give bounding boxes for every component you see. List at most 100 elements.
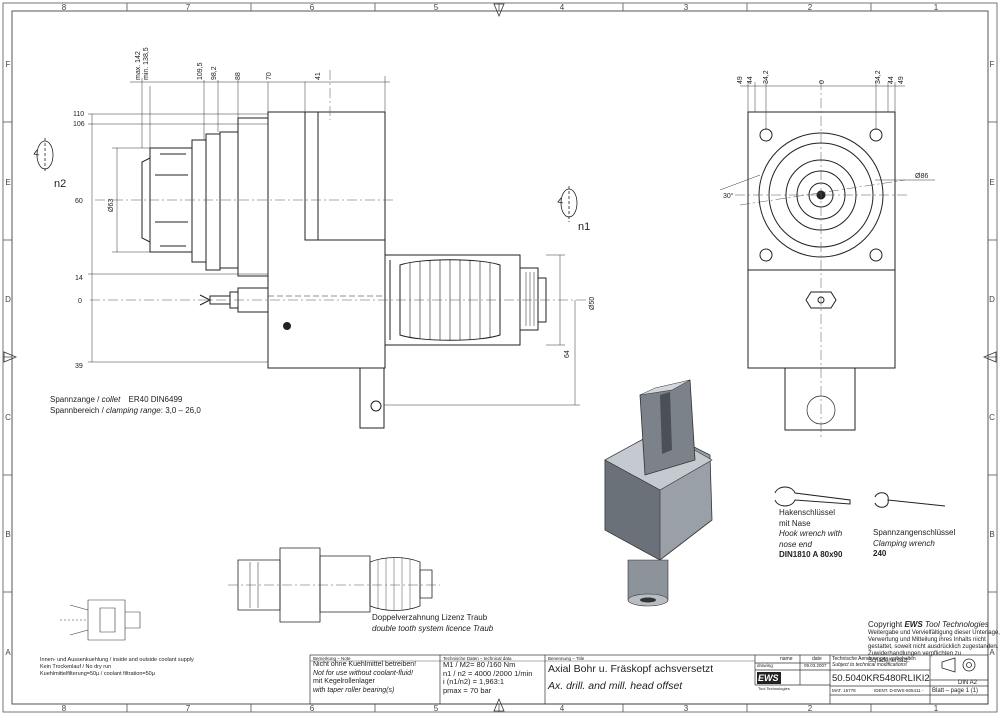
grid-row-e-right: E <box>989 178 994 187</box>
clamping-range-label: Spannbereich / <box>50 406 107 415</box>
rotation-n1-label: n1 <box>578 221 590 233</box>
tech-header: Technische Daten – technical data <box>443 656 512 661</box>
remark-l1: Nicht ohne Kuehlmittel betreiben! <box>313 661 417 668</box>
tech-pressure: pmax = 70 bar <box>443 685 492 695</box>
drawing-label: drawing <box>757 663 773 668</box>
coolant-l3: Kuehlmittelfilterung=50µ / coolant filtr… <box>40 671 155 677</box>
clamping-wrench-l2: Clamping wrench <box>873 538 935 548</box>
grid-row-f-right: F <box>990 60 995 69</box>
grid-col-6-bottom: 6 <box>310 704 315 713</box>
grid-col-2-top: 2 <box>808 3 813 12</box>
remark-l4: with taper roller bearing(s) <box>313 686 395 694</box>
dim-14: 14 <box>75 275 83 282</box>
dim-44-left: 44 <box>747 76 754 84</box>
grid-row-e-left: E <box>5 178 10 187</box>
front-view-dimensions <box>719 82 935 191</box>
change-note-de: Technische Aenderungen vorbehalten <box>832 656 916 662</box>
clamping-range-value: : 3,0 – 26,0 <box>160 406 201 415</box>
grid-col-7-top: 7 <box>186 3 191 12</box>
remark-l3: mit Kegelrollenlager <box>313 678 375 685</box>
clamping-wrench-l3: 240 <box>873 549 887 558</box>
dim-106: 106 <box>73 121 85 128</box>
hook-wrench-l4: nose end <box>779 539 812 549</box>
dim-88: 88 <box>235 72 242 80</box>
side-view-dimensions <box>88 76 580 406</box>
tech-block: M1 / M2= 80 /160 Nm n1 / n2 = 4000 /2000… <box>443 660 532 695</box>
dim-0: 0 <box>78 298 82 305</box>
hook-wrench-l5: DIN1810 A 80x90 <box>779 550 843 559</box>
sheet-number: Blatt – page 1 (1) <box>932 688 979 694</box>
grid-col-6-top: 6 <box>310 3 315 12</box>
dim-34-right: 34,2 <box>875 70 882 84</box>
front-view <box>747 111 896 431</box>
grid-col-1-bottom: 1 <box>934 704 939 713</box>
grid-row-b-right: B <box>989 530 994 539</box>
grid-row-a-right: A <box>989 648 995 657</box>
dim-60: 60 <box>75 198 83 205</box>
dim-70: 70 <box>266 72 273 80</box>
collet-label: Spannzange / <box>50 395 102 404</box>
side-view-dim-labels: max. 142 min. 138,5 109,5 98,2 88 70 41 … <box>73 47 596 370</box>
front-view-dim-labels: 49 44 34,2 0 34,2 44 49 Ø86 30° <box>723 70 928 200</box>
dim-min-138: min. 138,5 <box>143 47 150 80</box>
tech-ratio: i (n1/n2) = 1,963:1 <box>443 677 505 686</box>
collet-value: ER40 DIN6499 <box>128 395 183 404</box>
dim-110: 110 <box>73 111 84 118</box>
grid-col-3-top: 3 <box>684 3 689 12</box>
grid-row-d-right: D <box>989 295 995 304</box>
collet-line-2: Spannbereich / clamping range: 3,0 – 26,… <box>50 406 201 415</box>
side-view <box>141 111 547 429</box>
front-view-centerlines <box>735 80 910 440</box>
dim-39: 39 <box>75 363 83 370</box>
coolant-l1: Innen- und Aussenkuehlung / inside and o… <box>40 657 194 663</box>
copyright-l2: Verwertung und Mitteilung ihres Inhalts … <box>868 637 986 643</box>
dim-dia-86: Ø86 <box>915 173 928 180</box>
collet-label-en: collet <box>101 395 121 404</box>
coolant-notes: Innen- und Aussenkuehlung / inside and o… <box>40 657 194 678</box>
grid-col-8-top: 8 <box>62 3 67 12</box>
hook-wrench-icon <box>774 486 851 507</box>
grid-col-7-bottom: 7 <box>186 704 191 713</box>
side-view-centerlines <box>90 70 590 301</box>
date-header: date <box>812 656 822 662</box>
coolant-l2: Kein Trockenlauf / No dry run <box>40 664 112 670</box>
grid-col-5-bottom: 5 <box>434 704 439 713</box>
hook-wrench-l3: Hook wrench with <box>779 529 843 538</box>
copyright-l4: Zuwiderhandlungen verpflichten zu Schade… <box>868 651 962 664</box>
grid-col-4-top: 4 <box>560 3 565 12</box>
copyright-prefix: Copyright <box>868 620 905 629</box>
projection-symbol-icon <box>941 657 976 673</box>
dim-109: 109,5 <box>197 62 204 80</box>
clamping-wrench-text: Spannzangenschlüssel Clamping wrench 240 <box>873 528 955 560</box>
grid-col-8-bottom: 8 <box>62 704 67 713</box>
drawing-number: 50.5040KR5480RLIKI2 <box>832 673 930 684</box>
grid-col-4-bottom: 4 <box>560 704 565 713</box>
clamping-wrench-icon <box>874 492 946 508</box>
copyright-suffix: Tool Technologies <box>922 620 989 629</box>
centering-marks <box>3 3 997 712</box>
change-note-en: Subject to technical modifications! <box>832 662 908 668</box>
dim-64: 64 <box>564 350 571 358</box>
dim-41: 41 <box>315 72 322 80</box>
remark-block: Nicht ohne Kuehlmittel betreiben! Not fo… <box>313 661 416 695</box>
grid-row-d-left: D <box>5 295 11 304</box>
company-logo-text: EWS <box>758 673 779 683</box>
rotation-n1-icon <box>557 186 578 222</box>
dim-dia-50: Ø50 <box>589 297 596 310</box>
isometric-view <box>604 379 713 607</box>
dim-angle-30: 30° <box>723 192 734 200</box>
grid-row-c-left: C <box>5 413 11 422</box>
dim-0-front: 0 <box>819 80 826 84</box>
copyright-block: Copyright EWS Tool Technologies Weiterga… <box>868 620 1000 665</box>
rotation-n2-icon <box>33 138 54 172</box>
title-de: Axial Bohr u. Fräskopf achsversetzt <box>548 663 714 675</box>
dim-98: 98,2 <box>211 66 218 80</box>
grid-col-5-top: 5 <box>434 3 439 12</box>
remark-l2: Not for use without coolant-fluid! <box>313 669 413 677</box>
dim-44-right: 44 <box>888 76 895 84</box>
copyright-l1: Weitergabe und Vervielfältigung dieser U… <box>868 630 1000 636</box>
din-standard: DIN A2 <box>958 680 978 686</box>
dim-34-left: 34,2 <box>763 70 770 84</box>
copyright-title: Copyright EWS Tool Technologies <box>868 620 1000 630</box>
